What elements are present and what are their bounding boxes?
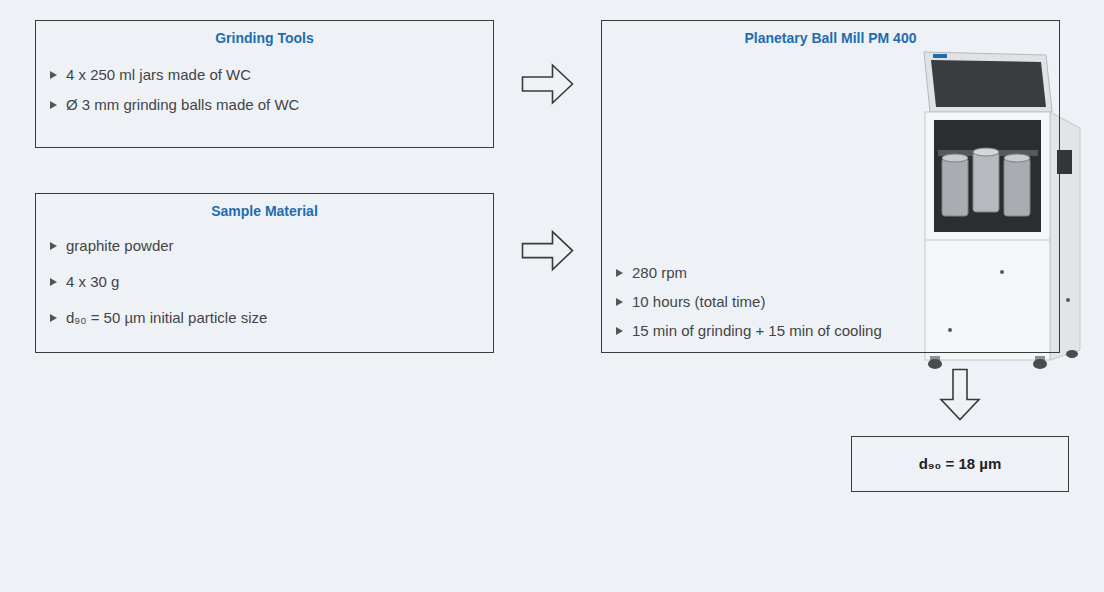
ball-mill-part: [1033, 359, 1047, 369]
block-arrow: [523, 232, 573, 270]
bullet-text: graphite powder: [66, 236, 174, 256]
block-arrow: [523, 65, 573, 103]
process-box: Planetary Ball Mill PM 400 280 rpm 10 hour…: [601, 20, 1060, 353]
ball-mill-part: [1066, 350, 1078, 358]
ball-mill-part: [933, 54, 947, 58]
ball-mill-part: [942, 158, 968, 216]
bullet-marker: [50, 314, 57, 322]
bullet-text: 280 rpm: [632, 263, 687, 283]
ball-mill-part: [1004, 154, 1030, 162]
ball-mill-part: [931, 60, 1046, 107]
ball-mill-part: [1000, 270, 1004, 274]
ball-mill-part: [1004, 158, 1030, 216]
bullet-marker: [616, 298, 623, 306]
bullet-text: Ø 3 mm grinding balls made of WC: [66, 95, 299, 115]
bullet-text: 10 hours (total time): [632, 292, 765, 312]
box-heading: Sample Material: [36, 201, 493, 221]
bullet-marker: [616, 327, 623, 335]
ball-mill-picture: [924, 52, 1080, 369]
ball-mill-part: [973, 148, 999, 156]
bullet-text: 4 x 30 g: [66, 272, 119, 292]
ball-mill-part: [925, 240, 1050, 241]
ball-mill-part: [928, 359, 942, 369]
bullet-marker: [50, 101, 57, 109]
ball-mill-part: [925, 112, 1050, 360]
ball-mill-part: [1066, 298, 1070, 302]
bullet-text: 15 min of grinding + 15 min of cooling: [632, 321, 882, 341]
bullet-marker: [50, 242, 57, 250]
ball-mill-part: [973, 152, 999, 212]
box-heading: Grinding Tools: [36, 28, 493, 48]
ball-mill-part: [924, 52, 1052, 112]
ball-mill-part: [934, 120, 1041, 232]
bullet-marker: [50, 278, 57, 286]
box-heading: Planetary Ball Mill PM 400: [602, 28, 1059, 48]
process-box: Sample Material graphite powder 4 x 30 g d₉…: [35, 193, 494, 353]
result-value: d₉₀ = 18 µm: [852, 454, 1068, 474]
bullet-text: d₉₀ = 50 µm initial particle size: [66, 308, 267, 328]
bullet-marker: [616, 269, 623, 277]
ball-mill-part: [948, 328, 952, 332]
ball-mill-part: [1050, 112, 1080, 360]
bullet-text: 4 x 250 ml jars made of WC: [66, 65, 251, 85]
result-box: d₉₀ = 18 µm: [851, 436, 1069, 492]
bullet-marker: [50, 71, 57, 79]
process-box: Grinding Tools 4 x 250 ml jars made of WC…: [35, 20, 494, 148]
block-arrow: [941, 370, 979, 420]
ball-mill-part: [942, 154, 968, 162]
